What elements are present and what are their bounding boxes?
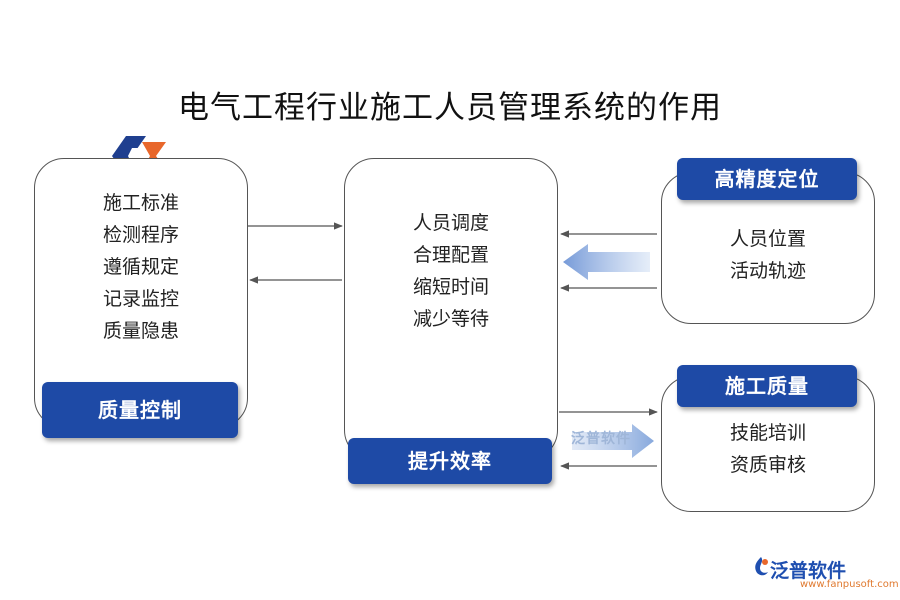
right-top-item: 活动轨迹 [729,260,806,282]
center-item: 缩短时间 [412,276,489,298]
positioning-label: 高精度定位 [677,158,857,200]
big-right-arrow [572,424,654,458]
left-card-items: 施工标准 检测程序 遵循规定 记录监控 质量隐患 [35,187,247,347]
brand-url[interactable]: www.fanpusoft.com [800,579,899,590]
center-item: 减少等待 [412,308,489,330]
center-item: 合理配置 [412,244,489,266]
left-item: 施工标准 [102,192,179,214]
brand-logo-icon [755,557,768,576]
big-left-arrow [563,244,650,280]
quality-control-label: 质量控制 [42,382,238,438]
construction-quality-label: 施工质量 [677,365,857,407]
brand-name: 泛普软件 [770,560,847,582]
right-top-items: 人员位置 活动轨迹 [662,223,874,287]
diagram-title: 电气工程行业施工人员管理系统的作用 [178,90,722,126]
left-item: 遵循规定 [102,256,179,278]
left-item: 记录监控 [102,288,179,310]
right-bottom-item: 资质审核 [729,454,806,476]
right-top-item: 人员位置 [729,228,806,250]
right-bottom-item: 技能培训 [729,422,806,444]
left-item: 质量隐患 [102,320,179,342]
watermark-text: 泛普软件 [571,431,631,447]
efficiency-label: 提升效率 [348,438,552,484]
right-bottom-items: 技能培训 资质审核 [662,417,874,481]
center-card-items: 人员调度 合理配置 缩短时间 减少等待 [345,207,557,335]
left-item: 检测程序 [102,224,179,246]
center-item: 人员调度 [412,212,489,234]
